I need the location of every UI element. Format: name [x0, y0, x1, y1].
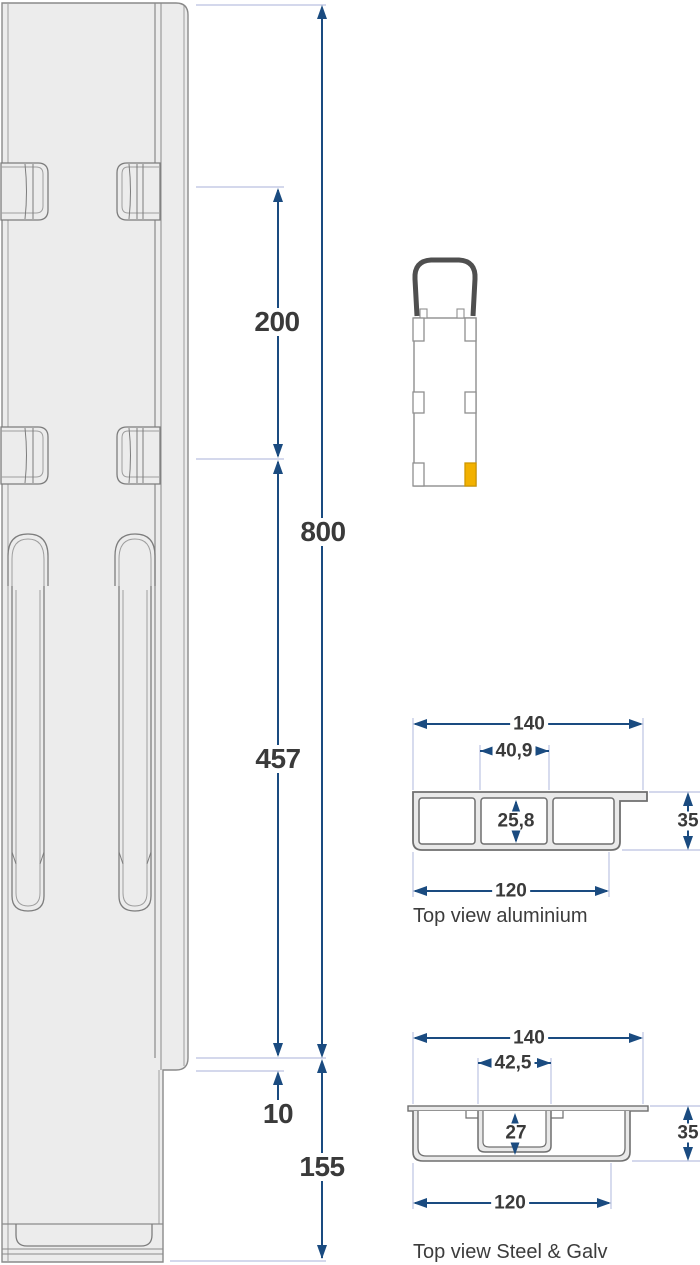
- alu-arrowheads: [413, 719, 693, 896]
- post-body: [1, 2, 189, 1263]
- steel-extension-lines: [412, 1032, 700, 1209]
- steel-channel-hooks: [465, 1111, 564, 1119]
- lashing-slots: [7, 533, 156, 912]
- dimension-arrowheads: [273, 5, 327, 1259]
- post-front-view: [0, 2, 189, 1263]
- upper-pockets: [0, 162, 161, 221]
- dim-middle-section: 457: [252, 745, 304, 773]
- steel-dim-base-width: 120: [491, 1193, 529, 1213]
- aluminium-cross-section: [412, 718, 700, 897]
- lower-pockets: [0, 426, 161, 485]
- steel-cross-section: [407, 1032, 700, 1209]
- truck-cab: [412, 257, 478, 317]
- alu-extension-lines: [412, 718, 700, 897]
- post-position-marker: [464, 462, 477, 487]
- alu-section-title: Top view aluminium: [413, 905, 588, 927]
- dim-pocket-spacing: 200: [251, 308, 303, 336]
- alu-dim-height: 35: [674, 811, 700, 831]
- steel-section-title: Top view Steel & Galv: [413, 1241, 608, 1263]
- steel-dim-slot-width: 42,5: [491, 1053, 535, 1073]
- alu-dim-slot-inner: 25,8: [494, 811, 538, 831]
- front-view-dimensions: [170, 4, 327, 1262]
- dim-offset: 10: [259, 1100, 297, 1128]
- steel-dim-slot-inner: 27: [502, 1123, 530, 1143]
- truck-pictogram: [412, 257, 478, 487]
- alu-dim-base-width: 120: [492, 881, 530, 901]
- alu-dim-total-width: 140: [510, 714, 548, 734]
- steel-top-plate: [407, 1105, 649, 1112]
- stake-pockets: [412, 317, 477, 487]
- steel-dim-total-width: 140: [510, 1028, 548, 1048]
- steel-dim-height: 35: [674, 1123, 700, 1143]
- alu-dim-slot-width: 40,9: [492, 741, 536, 761]
- steel-arrowheads: [413, 1033, 693, 1208]
- extension-lines: [170, 4, 326, 1262]
- dim-overall-height: 800: [297, 518, 349, 546]
- dim-base-height: 155: [296, 1153, 348, 1181]
- post-base: [2, 1223, 163, 1255]
